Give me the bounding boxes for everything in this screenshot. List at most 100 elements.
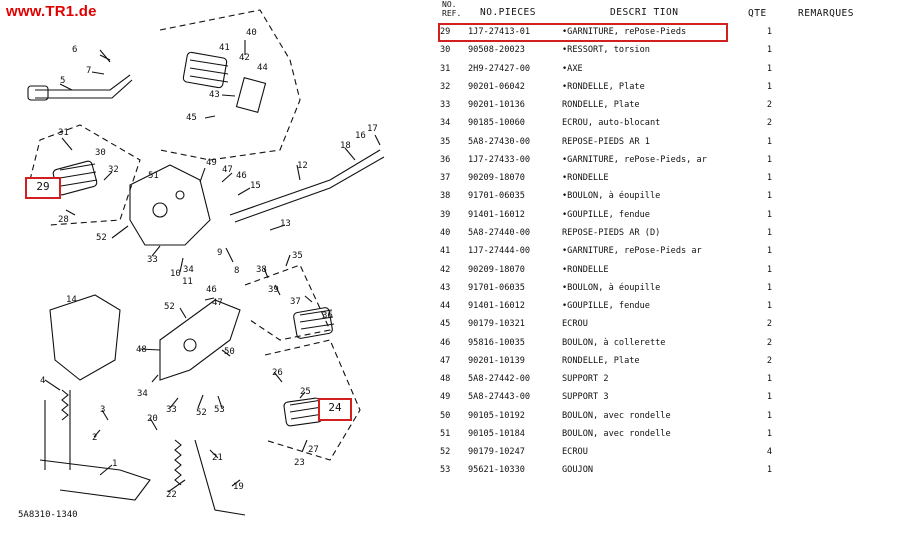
row-part-number: 1J7-27444-00 (468, 246, 531, 257)
row-quantity: 2 (766, 337, 772, 348)
svg-text:13: 13 (280, 219, 291, 229)
row-quantity: 1 (766, 374, 772, 385)
svg-text:37: 37 (290, 297, 301, 307)
row-description: •GOUPILLE, fendue (562, 301, 650, 312)
svg-text:22: 22 (166, 490, 177, 500)
row-quantity: 1 (766, 154, 772, 165)
row-quantity: 1 (766, 136, 772, 147)
row-ref-number: 43 (440, 282, 451, 293)
row-part-number: 2H9-27427-00 (468, 63, 531, 74)
row-part-number: 91401-16012 (468, 209, 525, 220)
row-description: BOULON, avec rondelle (562, 428, 671, 439)
row-description: •GARNITURE, rePose-Pieds (562, 27, 687, 37)
svg-text:40: 40 (246, 28, 257, 38)
row-part-number: 90209-18070 (468, 173, 525, 184)
row-ref-number: 38 (440, 191, 451, 202)
svg-text:46: 46 (206, 285, 217, 295)
row-quantity: 1 (766, 173, 772, 184)
figure-code: 5A8310-1340 (18, 510, 78, 520)
row-ref-number: 44 (440, 301, 451, 312)
row-ref-number: 39 (440, 209, 451, 220)
svg-text:33: 33 (147, 255, 158, 265)
svg-text:43: 43 (209, 90, 220, 100)
row-description: •GARNITURE, rePose-Pieds, ar (562, 154, 707, 165)
table-row: 33 90201-10136 RONDELLE, Plate 2 (436, 96, 896, 114)
row-description: •RONDELLE, Plate (562, 81, 645, 92)
row-quantity: 1 (766, 27, 772, 37)
row-description: ECROU, auto-blocant (562, 118, 661, 129)
header-remarks: REMARQUES (798, 8, 854, 19)
row-description: SUPPORT 3 (562, 392, 609, 403)
row-ref-number: 40 (440, 227, 451, 238)
row-description: •GARNITURE, rePose-Pieds ar (562, 246, 702, 257)
svg-text:23: 23 (294, 458, 305, 468)
row-description: REPOSE-PIEDS AR (D) (562, 227, 661, 238)
svg-text:53: 53 (214, 405, 225, 415)
row-description: •BOULON, à éoupille (562, 282, 661, 293)
svg-text:50: 50 (224, 347, 235, 357)
row-quantity: 1 (766, 81, 772, 92)
row-ref-number: 30 (440, 45, 451, 56)
svg-text:42: 42 (239, 53, 250, 63)
svg-text:45: 45 (186, 113, 197, 123)
row-quantity: 1 (766, 428, 772, 439)
svg-text:33: 33 (166, 405, 177, 415)
row-part-number: 90105-10192 (468, 410, 525, 421)
svg-text:48: 48 (136, 345, 147, 355)
highlighted-row-marker (438, 23, 728, 42)
row-part-number: 5A8-27443-00 (468, 392, 531, 403)
row-description: •GOUPILLE, fendue (562, 209, 650, 220)
row-description: BOULON, avec rondelle (562, 410, 671, 421)
row-ref-number: 33 (440, 100, 451, 111)
row-part-number: 5A8-27440-00 (468, 227, 531, 238)
svg-text:9: 9 (217, 248, 222, 258)
row-quantity: 1 (766, 227, 772, 238)
svg-text:52: 52 (96, 233, 107, 243)
svg-text:6: 6 (72, 45, 77, 55)
svg-text:10: 10 (170, 269, 181, 279)
svg-text:8: 8 (234, 266, 239, 276)
svg-text:25: 25 (300, 387, 311, 397)
row-quantity: 2 (766, 118, 772, 129)
svg-text:51: 51 (148, 171, 159, 181)
row-ref-number: 32 (440, 81, 451, 92)
row-description: ECROU (562, 447, 588, 458)
row-part-number: 90179-10247 (468, 447, 525, 458)
row-description: •RESSORT, torsion (562, 45, 650, 56)
parts-list-table: NO. REF. NO.PIECES DESCRI TION QTE REMAR… (436, 0, 896, 538)
row-part-number: 90201-10136 (468, 100, 525, 111)
row-quantity: 1 (766, 63, 772, 74)
svg-text:4: 4 (40, 376, 45, 386)
row-part-number: 5A8-27442-00 (468, 374, 531, 385)
row-part-number: 95816-10035 (468, 337, 525, 348)
row-quantity: 2 (766, 319, 772, 330)
svg-text:52: 52 (196, 408, 207, 418)
row-quantity: 1 (766, 282, 772, 293)
row-ref-number: 31 (440, 63, 451, 74)
row-ref-number: 48 (440, 374, 451, 385)
row-quantity: 2 (766, 100, 772, 111)
svg-text:34: 34 (137, 389, 148, 399)
svg-text:7: 7 (86, 66, 91, 76)
row-description: RONDELLE, Plate (562, 355, 640, 366)
row-description: RONDELLE, Plate (562, 100, 640, 111)
svg-text:41: 41 (219, 43, 230, 53)
row-part-number: 91401-16012 (468, 301, 525, 312)
svg-text:28: 28 (58, 215, 69, 225)
svg-text:27: 27 (308, 445, 319, 455)
